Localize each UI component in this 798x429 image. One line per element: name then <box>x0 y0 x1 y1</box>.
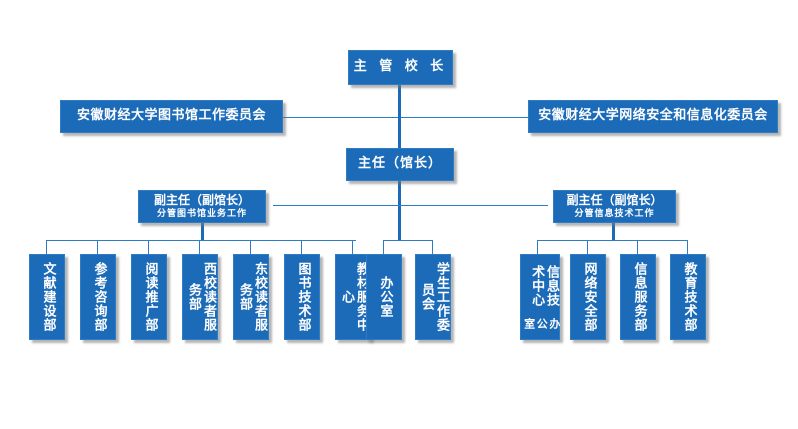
dept-label: 西校读者服务部 <box>186 262 216 332</box>
dept-xinxi-jishu-zhongxin[interactable]: 信息技术中心 办公室 <box>520 254 561 340</box>
dept-label: 文献建设部 <box>40 262 56 332</box>
dept-label: 教材服务中心 <box>339 262 369 332</box>
connector-principal-down <box>398 85 401 117</box>
dept-jiaoyu-jishu[interactable]: 教育技术部 <box>670 254 706 340</box>
dept-sublabel: 办公室 <box>522 317 561 330</box>
connector-drop-r1 <box>537 240 538 254</box>
node-deputy-it-subtitle: 分管信息技术工作 <box>574 208 655 219</box>
connector-director-down <box>398 181 401 240</box>
dept-xuesheng-gongzuo-weiyuanhui[interactable]: 学生工作委员会 <box>415 254 451 340</box>
connector-deputy-it-down <box>612 223 615 241</box>
connector-director-bus <box>383 240 433 241</box>
connector-drop-m1 <box>383 240 384 254</box>
dept-label: 网络安全部 <box>581 262 597 332</box>
dept-wenxian-jianshe[interactable]: 文献建设部 <box>29 254 65 340</box>
dept-bangongshi[interactable]: 办公室 <box>366 254 402 340</box>
node-deputy-library[interactable]: 副主任（副馆长） 分管图书馆业务工作 <box>138 190 266 223</box>
node-deputy-library-subtitle: 分管图书馆业务工作 <box>156 208 247 219</box>
connector-library-bus <box>46 240 356 241</box>
connector-drop-1 <box>46 240 47 254</box>
connector-drop-r4 <box>687 240 688 254</box>
dept-label: 办公室 <box>377 276 393 318</box>
connector-drop-3 <box>148 240 149 254</box>
node-principal-label: 主 管 校 长 <box>353 59 448 75</box>
node-director-label: 主任（馆长） <box>357 156 442 172</box>
connector-drop-4 <box>199 240 200 254</box>
connector-drop-6 <box>301 240 302 254</box>
connector-deputy-left-bus <box>273 205 400 206</box>
node-committee-network-label: 安徽财经大学网络安全和信息化委员会 <box>538 108 768 124</box>
connector-drop-r2 <box>587 240 588 254</box>
connector-deputy-right-bus <box>398 205 548 206</box>
dept-xinxi-fuwu[interactable]: 信息服务部 <box>620 254 656 340</box>
node-committee-library-label: 安徽财经大学图书馆工作委员会 <box>76 108 266 124</box>
node-deputy-library-title: 副主任（副馆长） <box>153 192 250 207</box>
dept-yuedu-tuiguang[interactable]: 阅读推广部 <box>131 254 167 340</box>
dept-jiaocai-fuwu-zhongxin[interactable]: 教材服务中心 <box>335 254 371 340</box>
node-committee-network[interactable]: 安徽财经大学网络安全和信息化委员会 <box>528 100 778 133</box>
dept-cankao-zixun[interactable]: 参考咨询部 <box>80 254 116 340</box>
node-principal[interactable]: 主 管 校 长 <box>348 50 453 85</box>
connector-drop-r3 <box>637 240 638 254</box>
connector-drop-2 <box>97 240 98 254</box>
connector-drop-5 <box>250 240 251 254</box>
connector-it-bus <box>537 240 687 241</box>
node-deputy-it-title: 副主任（副馆长） <box>566 192 663 207</box>
dept-label: 教育技术部 <box>681 262 697 332</box>
node-committee-library[interactable]: 安徽财经大学图书馆工作委员会 <box>60 100 283 133</box>
dept-wangluo-anquan[interactable]: 网络安全部 <box>570 254 606 340</box>
connector-committee-right <box>398 117 530 118</box>
connector-principal-director <box>398 117 401 151</box>
dept-tushu-jishu[interactable]: 图书技术部 <box>284 254 320 340</box>
dept-label: 信息技术中心 <box>529 264 559 307</box>
dept-label: 学生工作委员会 <box>419 262 449 332</box>
dept-label: 信息服务部 <box>631 262 647 332</box>
connector-drop-m2 <box>432 240 433 254</box>
dept-dongxiao-duzhe-fuwu[interactable]: 东校读者服务部 <box>233 254 269 340</box>
dept-xixiao-duzhe-fuwu[interactable]: 西校读者服务部 <box>182 254 218 340</box>
dept-label: 东校读者服务部 <box>237 262 267 332</box>
dept-label: 图书技术部 <box>295 262 311 332</box>
dept-label: 参考咨询部 <box>91 262 107 332</box>
node-director[interactable]: 主任（馆长） <box>346 148 454 181</box>
connector-deputy-library-down <box>201 223 204 241</box>
dept-label: 阅读推广部 <box>142 262 158 332</box>
node-deputy-it[interactable]: 副主任（副馆长） 分管信息技术工作 <box>553 190 676 223</box>
connector-drop-7 <box>352 240 353 254</box>
